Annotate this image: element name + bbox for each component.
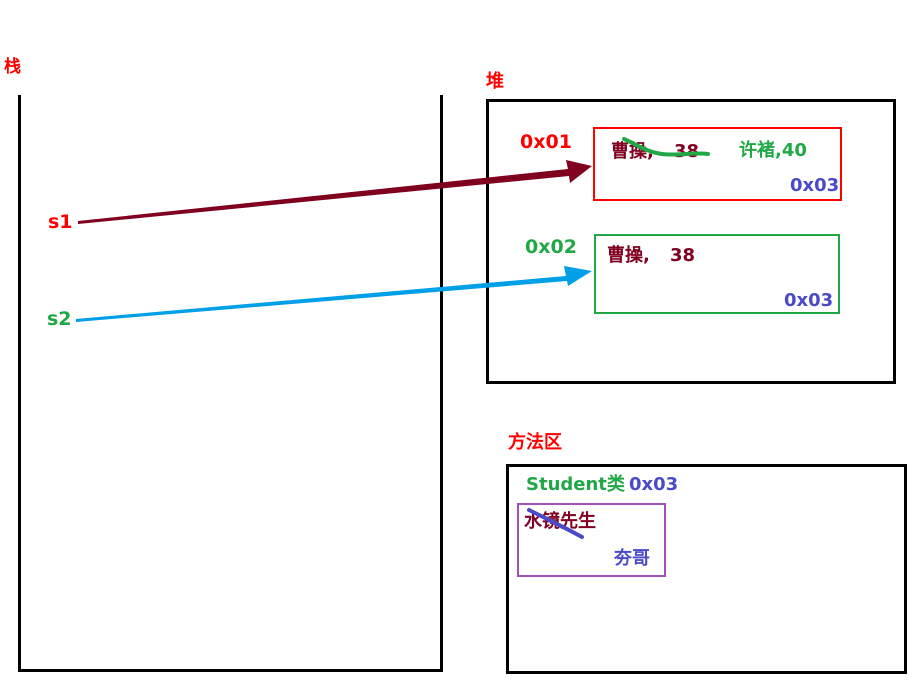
heap-object-1 bbox=[593, 127, 842, 201]
obj2-age: 38 bbox=[670, 245, 696, 266]
obj2-class-ref: 0x03 bbox=[784, 290, 834, 311]
method-area-region bbox=[506, 464, 907, 674]
static-field-new: 夯哥 bbox=[614, 548, 650, 569]
obj2-name: 曹操, bbox=[607, 245, 650, 266]
strike-obj1-old-value bbox=[622, 137, 710, 157]
heap-address-2: 0x02 bbox=[525, 236, 577, 258]
obj1-class-ref: 0x03 bbox=[790, 175, 840, 196]
heap-address-1: 0x01 bbox=[520, 131, 572, 153]
method-area-label: 方法区 bbox=[508, 432, 562, 453]
stack-region bbox=[18, 95, 443, 672]
strike-static-old-value bbox=[527, 508, 584, 539]
heap-label: 堆 bbox=[486, 71, 504, 92]
arrow-s2-to-obj2 bbox=[76, 266, 592, 322]
heap-object-2 bbox=[594, 234, 840, 314]
stack-label: 栈 bbox=[4, 57, 21, 77]
stack-var-s1: s1 bbox=[48, 211, 73, 233]
arrow-s1-to-obj1 bbox=[78, 160, 592, 224]
obj1-name-new: 许褚,40 bbox=[739, 140, 807, 161]
static-field-box bbox=[517, 503, 666, 577]
stack-var-s2: s2 bbox=[47, 308, 72, 330]
heap-region bbox=[486, 99, 896, 384]
class-address: 0x03 bbox=[629, 474, 679, 495]
class-name: Student类 bbox=[526, 474, 625, 495]
